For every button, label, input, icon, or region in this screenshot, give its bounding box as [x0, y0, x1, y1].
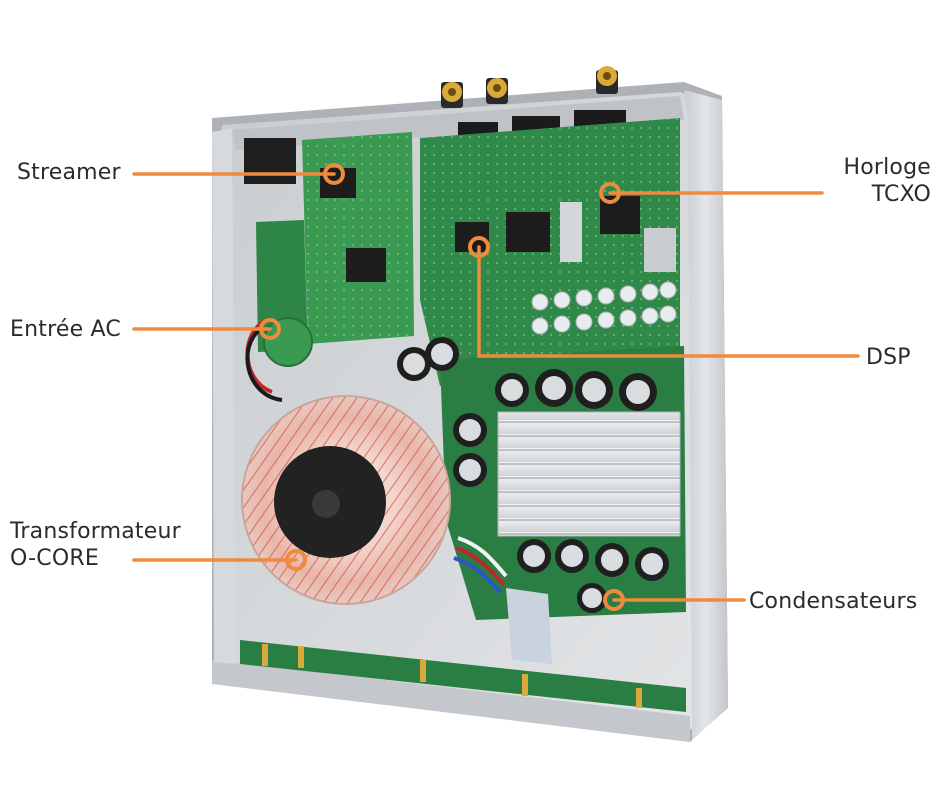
- label-transformateur: Transformateur O-CORE: [10, 518, 181, 572]
- label-dsp-line: DSP: [866, 345, 911, 370]
- front-pcb: [240, 640, 686, 712]
- callout-lines: [132, 172, 860, 602]
- label-horloge-line-1: Horloge: [843, 155, 931, 180]
- small-capacitor-array: [531, 281, 677, 335]
- ribbon-cable: [453, 536, 552, 664]
- label-dsp: DSP: [866, 344, 911, 371]
- callout-dot-entree-ac: [259, 318, 281, 340]
- label-streamer: Streamer: [17, 159, 121, 186]
- toroidal-transformer: [241, 395, 451, 605]
- callout-dot-transformateur: [285, 549, 307, 571]
- large-capacitors: [397, 337, 669, 613]
- callout-dot-horloge: [599, 182, 621, 204]
- streamer-pcb: [302, 132, 414, 344]
- label-condensateurs: Condensateurs: [749, 588, 917, 615]
- main-pcb: [420, 118, 680, 386]
- label-entree-ac-line: Entrée AC: [10, 317, 121, 342]
- callout-dot-streamer: [323, 163, 345, 185]
- label-condensateurs-line: Condensateurs: [749, 589, 918, 614]
- callout-line-dsp: [477, 245, 860, 358]
- callout-dot-dsp: [468, 236, 490, 258]
- label-transformateur-line-2: O-CORE: [10, 546, 99, 571]
- label-transformateur-line-1: Transformateur: [10, 519, 181, 544]
- heatsink: [497, 411, 681, 537]
- label-streamer-line: Streamer: [17, 160, 121, 185]
- label-entree-ac: Entrée AC: [10, 316, 121, 343]
- label-horloge: Horloge TCXO: [843, 154, 931, 208]
- callout-dot-condensateurs: [603, 589, 625, 611]
- label-horloge-line-2: TCXO: [871, 182, 931, 207]
- callout-dots: [259, 163, 625, 611]
